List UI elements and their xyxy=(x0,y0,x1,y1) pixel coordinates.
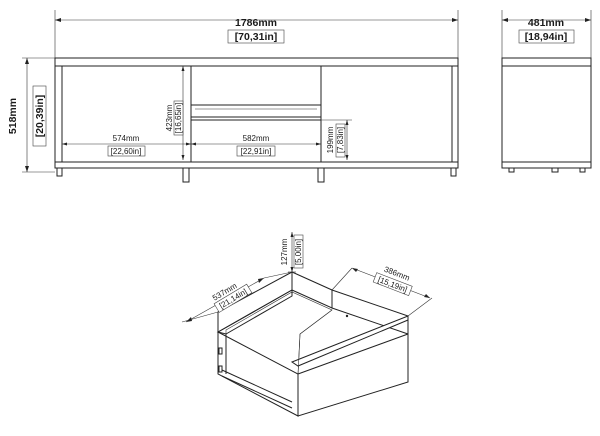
front-view: 1786mm [70,31in] 518mm [20,39in] xyxy=(7,10,459,183)
drawer-right-side xyxy=(331,289,409,335)
drawer-iso-height-in: [5,00in] xyxy=(294,239,303,265)
front-width-dimension: 1786mm [70,31in] xyxy=(54,10,459,58)
front-height-mm: 518mm xyxy=(7,98,19,134)
side-foot-right xyxy=(579,167,586,173)
left-comp-mm: 574mm xyxy=(113,134,140,143)
mid-comp-dimension: 582mm [22,91in] xyxy=(191,134,321,157)
foot-right-outer xyxy=(450,167,457,177)
foot-left-outer xyxy=(56,167,63,177)
inner-height-dimension: 423mm [16,65in] xyxy=(165,66,185,160)
side-depth-mm: 481mm xyxy=(528,17,564,29)
cabinet-front xyxy=(54,57,459,183)
foot-right-inner xyxy=(317,167,325,183)
drawer-height-dimension-iso: 127mm [5,00in] xyxy=(280,232,304,273)
left-comp-in: [22,60in] xyxy=(111,147,142,156)
left-comp-dimension: 574mm [22,60in] xyxy=(62,134,191,157)
mid-comp-in: [22,91in] xyxy=(241,147,272,156)
side-view: 481mm [18,94in] xyxy=(501,10,592,173)
front-height-dimension: 518mm [20,39in] xyxy=(7,57,55,173)
drawer-view: 127mm [5,00in] 537mm [21,14in] 386mm xyxy=(181,232,433,417)
cabinet-outline xyxy=(54,57,459,163)
drawer-height-mm: 199mm xyxy=(326,126,335,153)
inner-height-in: [16,65in] xyxy=(174,103,183,134)
drawer-height-in: [7,83in] xyxy=(336,127,345,153)
side-outline xyxy=(501,57,592,163)
drawer-iso-height-mm: 127mm xyxy=(280,238,289,265)
foot-left-inner xyxy=(182,167,190,183)
mid-comp-mm: 582mm xyxy=(243,134,270,143)
middle-shelf xyxy=(190,104,322,118)
side-foot-left xyxy=(508,167,515,173)
inner-height-mm: 423mm xyxy=(165,104,174,131)
front-height-in: [20,39in] xyxy=(34,95,46,138)
side-foot-mid xyxy=(551,167,559,173)
drawer-front-panel xyxy=(297,333,409,417)
drawer-height-dimension: 199mm [7,83in] xyxy=(321,119,352,160)
front-width-in: [70,31in] xyxy=(235,31,278,43)
side-depth-in: [18,94in] xyxy=(525,31,568,43)
front-width-mm: 1786mm xyxy=(235,17,277,29)
drawer-back xyxy=(291,271,333,309)
